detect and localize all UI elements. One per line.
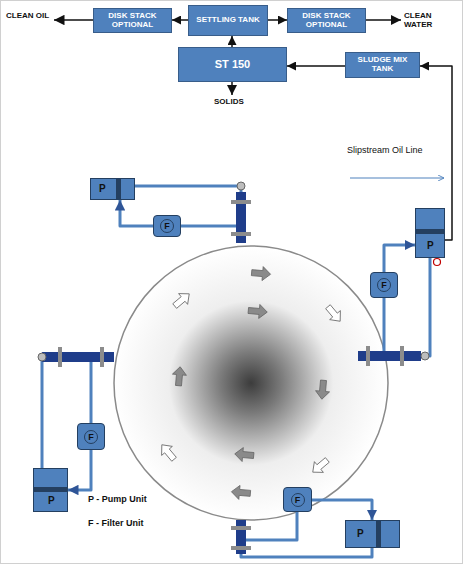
filter-unit: F	[77, 423, 105, 450]
pipe	[383, 298, 386, 351]
swirl-arrows	[156, 266, 345, 501]
process-box: DISK STACK OPTIONAL	[287, 8, 366, 33]
pipe	[241, 548, 372, 557]
unit-letter: P	[357, 528, 364, 539]
flow-label: Slipstream Oil Line	[347, 146, 423, 156]
flange	[231, 546, 251, 550]
legend-entry: P - Pump Unit	[88, 494, 147, 504]
flow-connector	[172, 19, 188, 21]
flow-label: SOLIDS	[214, 98, 254, 107]
process-box: ST 150	[178, 47, 287, 82]
filter-unit: F	[370, 272, 398, 298]
pipe	[90, 362, 93, 423]
flow-connector	[68, 450, 91, 490]
valve	[237, 182, 245, 190]
outlet-arrow	[54, 19, 93, 21]
box-label: DISK STACK OPTIONAL	[291, 12, 362, 30]
swirl-arrow	[231, 485, 251, 501]
swirl-arrow	[172, 366, 188, 386]
flange	[400, 346, 404, 366]
flange	[231, 232, 251, 236]
pump-unit: P	[90, 178, 135, 200]
filter-unit: F	[283, 487, 312, 512]
flow-connector	[312, 500, 372, 520]
pump-band	[34, 487, 67, 492]
unit-letter: P	[427, 240, 434, 251]
swirl-arrow	[251, 266, 271, 282]
flow-connector	[268, 19, 287, 21]
unit-letter: F	[160, 219, 174, 233]
flow-label: CLEAN OIL	[6, 12, 50, 21]
box-label: SETTLING TANK	[196, 16, 259, 25]
flange	[100, 347, 104, 367]
swirl-arrow	[156, 440, 179, 464]
pump-unit: P	[33, 468, 68, 512]
flow-connector	[287, 65, 345, 67]
swirl-arrow	[248, 304, 268, 320]
pipe	[421, 258, 430, 356]
flow-connector	[384, 245, 415, 272]
legend-entry: F - Filter Unit	[88, 518, 147, 528]
box-label: DISK STACK OPTIONAL	[97, 12, 168, 30]
unit-letter: F	[291, 493, 305, 507]
swirl-arrow	[315, 380, 331, 400]
unit-letter: P	[48, 495, 55, 506]
process-box: SETTLING TANK	[188, 5, 268, 36]
leader-arrow	[350, 178, 444, 179]
unit-letter: F	[377, 278, 391, 292]
pump-unit: P	[415, 208, 445, 258]
pipe	[41, 357, 44, 468]
process-box: SLUDGE MIX TANK	[345, 52, 420, 78]
box-label: SLUDGE MIX TANK	[349, 56, 416, 74]
flange	[366, 346, 370, 366]
filter-unit: F	[153, 215, 181, 237]
flange	[231, 526, 251, 530]
pump-unit: P	[345, 520, 400, 548]
valve	[421, 352, 429, 360]
swirl-arrow	[323, 302, 346, 326]
pipe	[181, 225, 236, 228]
swirl-arrow	[170, 288, 194, 311]
legend: P - Pump Unit F - Filter Unit	[88, 494, 147, 542]
pipes	[42, 186, 430, 557]
tank	[114, 246, 388, 520]
outlet-arrow	[366, 19, 401, 21]
process-box: DISK STACK OPTIONAL	[93, 8, 172, 33]
unit-letter: F	[84, 430, 98, 444]
outlet-arrow	[231, 82, 233, 95]
flange	[58, 347, 62, 367]
valve	[38, 353, 46, 361]
pump-band	[416, 229, 444, 234]
pipe	[246, 512, 297, 540]
pump-band	[116, 179, 121, 199]
flow-label: CLEAN WATER	[404, 12, 456, 30]
unit-letter: P	[99, 183, 106, 194]
pipe	[135, 186, 241, 192]
valve	[434, 259, 441, 266]
pump-band	[376, 521, 381, 547]
flow-connector	[231, 36, 233, 47]
flange	[231, 200, 251, 204]
flow-connector	[120, 200, 153, 226]
nozzles	[38, 182, 441, 554]
swirl-arrow	[308, 455, 332, 478]
swirl-arrow	[234, 447, 254, 463]
box-label: ST 150	[215, 58, 250, 70]
